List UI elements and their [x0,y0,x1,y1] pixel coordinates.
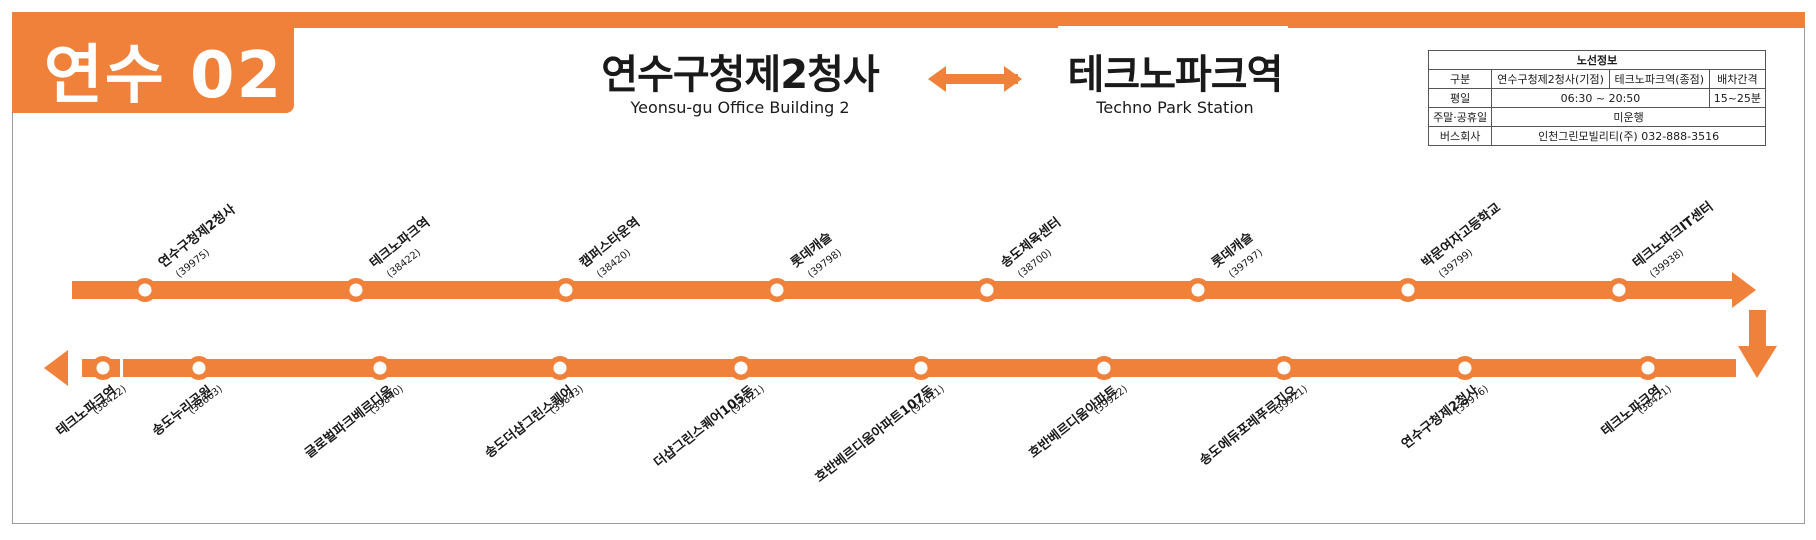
info-weekday-row: 평일 06:30 ~ 20:50 15~25분 [1427,88,1767,108]
info-cell: 버스회사 [1427,126,1493,146]
route-number: 연수 02 [44,39,284,113]
stop-name: 글로벌파크베르디움 [302,383,397,462]
inbound-line-gap [120,358,123,378]
stop-marker-center [1641,361,1655,375]
stop-marker-center [349,283,363,297]
info-cell: 미운행 [1491,107,1766,127]
info-cell: 주말·공휴일 [1427,107,1493,127]
info-cell: 테크노파크역(종점) [1608,69,1710,89]
route-info-table: 노선정보 구분 연수구청제2청사(기점) 테크노파크역(종점) 배차간격 평일 … [1427,50,1767,146]
info-cell: 15~25분 [1708,88,1767,108]
stop-name: 송도에듀포레푸르지오 [1196,383,1300,469]
origin-terminal: 연수구청제2청사 Yeonsu-gu Office Building 2 [600,42,880,117]
stop-marker-center [373,361,387,375]
outbound-arrowhead-icon [1732,272,1756,308]
stop-name: 송도누리공원 [149,383,215,440]
stop-marker-center [1191,283,1205,297]
stop-marker-center [980,283,994,297]
destination-terminal: 테크노파크역 Techno Park Station [1040,42,1310,117]
stop-marker-center [138,283,152,297]
stop-name: 테크노파크역 [1598,383,1664,440]
inbound-arrowhead-icon [44,350,68,386]
stop-marker-center [770,283,784,297]
stop-marker-center [1277,361,1291,375]
stop-name: 송도더샵그린스퀘어 [482,383,577,462]
stop-name: 호반베르디움아파트 [1026,383,1121,462]
info-title-row: 노선정보 [1428,50,1766,70]
destination-name-en: Techno Park Station [1096,98,1254,117]
down-arrow-icon [1738,310,1777,378]
top-accent-bar [12,12,1805,28]
origin-name-en: Yeonsu-gu Office Building 2 [630,98,850,117]
stop-marker-center [192,361,206,375]
info-cell: 배차간격 [1708,69,1767,89]
info-cell: 06:30 ~ 20:50 [1491,88,1710,108]
route-badge: 연수 02 [12,12,294,113]
stop-marker-center [1401,283,1415,297]
info-cell: 연수구청제2청사(기점) [1491,69,1610,89]
stop-marker-center [1458,361,1472,375]
stop-marker-center [1612,283,1626,297]
stop-name: 연수구청제2청사 [1399,383,1482,453]
info-cell: 구분 [1427,69,1493,89]
double-arrow-icon [928,66,1022,92]
stop-marker-center [734,361,748,375]
stop-name: 더샵그린스퀘어105동 [651,383,758,471]
stop-name: 테크노파크역 [53,383,119,440]
stop-marker-center [559,283,573,297]
destination-name-ko: 테크노파크역 [1067,52,1284,98]
info-cell: 인천그린모빌리티(주) 032-888-3516 [1491,126,1766,146]
top-bar-gap [1058,26,1288,32]
stop-marker-center [914,361,928,375]
origin-name-ko: 연수구청제2청사 [601,52,879,98]
info-weekend-row: 주말·공휴일 미운행 [1427,107,1766,127]
info-title: 노선정보 [1428,50,1766,70]
info-cell: 평일 [1427,88,1493,108]
outbound-line [72,281,1736,299]
stop-marker-center [96,361,110,375]
stop-marker-center [1097,361,1111,375]
info-header-row: 구분 연수구청제2청사(기점) 테크노파크역(종점) 배차간격 [1427,69,1767,89]
stop-marker-center [553,361,567,375]
info-company-row: 버스회사 인천그린모빌리티(주) 032-888-3516 [1427,126,1766,146]
stop-name: 호반베르디움아파트107동 [812,383,938,486]
